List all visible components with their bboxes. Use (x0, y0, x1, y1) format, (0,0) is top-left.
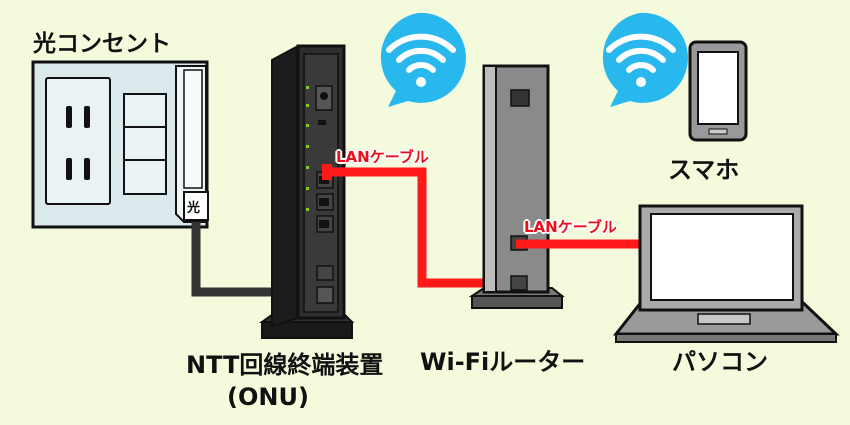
optical-outlet (31, 60, 209, 229)
laptop (612, 204, 840, 343)
onu-sublabel: (ONU) (227, 383, 309, 411)
status-leds (306, 86, 309, 211)
outlet-mark: 光 (187, 201, 201, 216)
outlet-label: 光コンセント (33, 31, 171, 57)
onu-device (258, 44, 355, 339)
wall-switches (123, 93, 167, 195)
router-label: Wi-Fiルーター (420, 348, 586, 376)
smartphone-label: スマホ (668, 156, 740, 184)
lan-cable-onu-router (322, 167, 520, 288)
wifi-icon (602, 12, 688, 107)
power-socket (66, 106, 90, 180)
wifi-router (468, 64, 565, 309)
fiber-port-module (175, 65, 209, 223)
smartphone (688, 40, 748, 142)
wifi-icon (380, 12, 466, 108)
cable-label-2: LANケーブル (524, 218, 617, 236)
cable-label-1: LANケーブル (336, 148, 429, 166)
pc-label: パソコン (672, 348, 768, 376)
onu-label: NTT回線終端装置 (186, 351, 384, 379)
